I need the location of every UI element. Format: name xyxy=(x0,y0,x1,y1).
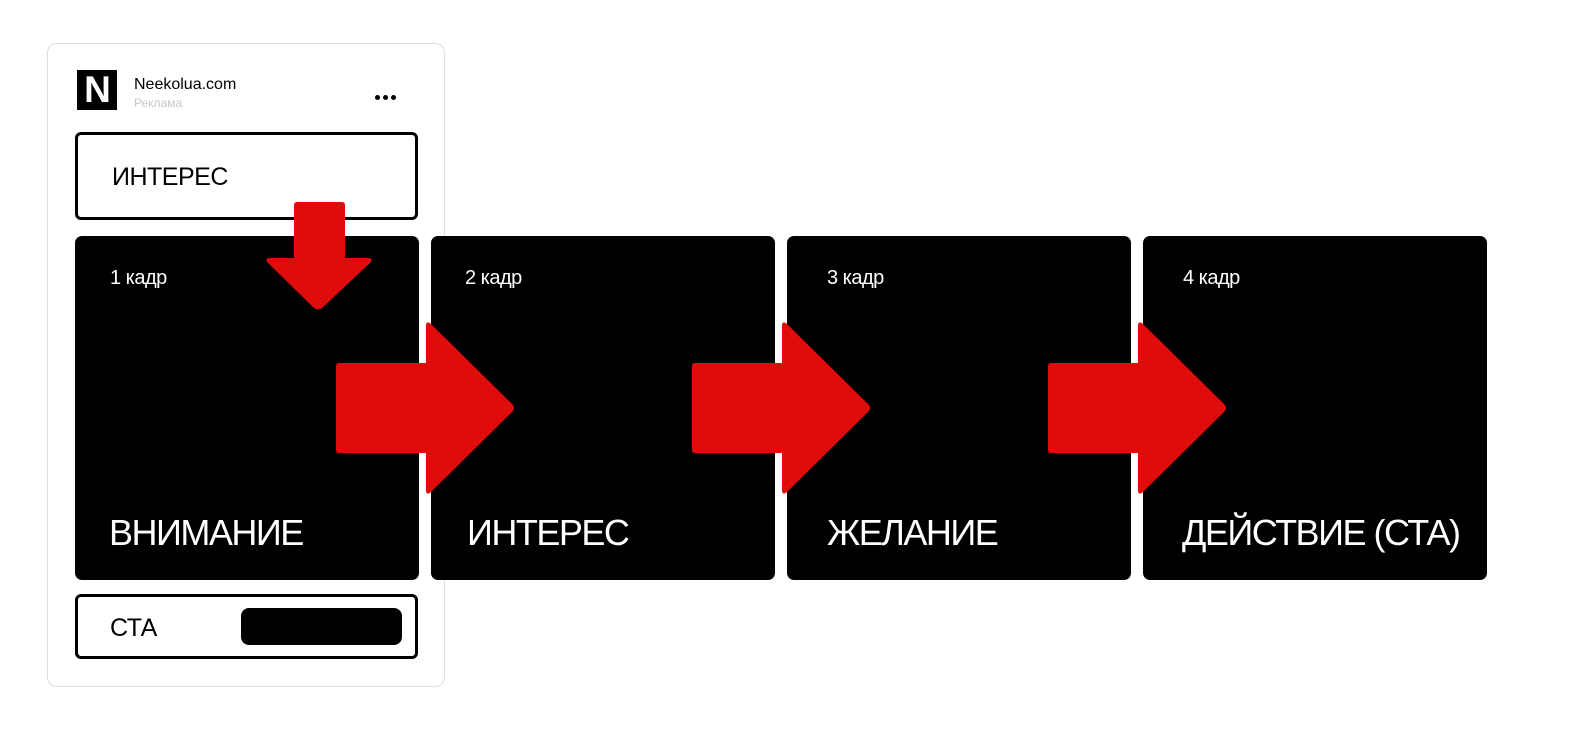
frame-4-number: 4 кадр xyxy=(1183,267,1240,289)
frame-1-number: 1 кадр xyxy=(110,267,167,289)
frame-2-number: 2 кадр xyxy=(465,267,522,289)
more-horizontal-icon[interactable] xyxy=(375,93,399,101)
frame-4-title: ДЕЙСТВИЕ (СТА) xyxy=(1182,512,1461,553)
right-arrow-icon xyxy=(1048,322,1226,494)
headline-box xyxy=(75,132,418,220)
down-arrow-icon xyxy=(266,202,372,310)
site-name: Neekolua.com xyxy=(134,76,237,93)
dot xyxy=(375,94,380,100)
frame-3-title: ЖЕЛАНИЕ xyxy=(827,512,999,553)
logo-icon: N xyxy=(77,70,117,110)
cta-button[interactable] xyxy=(241,608,402,645)
dot xyxy=(383,94,388,100)
headline-label: ИНТЕРЕС xyxy=(112,163,228,191)
right-arrow-icon xyxy=(692,322,870,494)
frame-2-title: ИНТЕРЕС xyxy=(467,512,630,553)
cta-label: СТА xyxy=(110,614,157,642)
dot xyxy=(391,94,396,100)
frame-1-title: ВНИМАНИЕ xyxy=(109,512,304,553)
right-arrow-icon xyxy=(336,322,514,494)
frame-3-number: 3 кадр xyxy=(827,267,884,289)
sponsored-label: Реклама xyxy=(134,96,183,110)
